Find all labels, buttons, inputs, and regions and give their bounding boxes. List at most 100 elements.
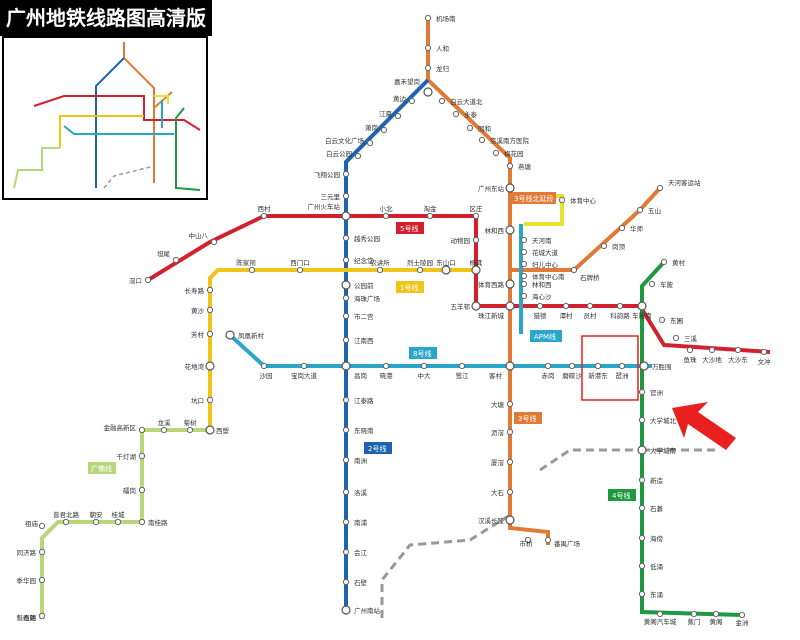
station-chebei2: 车陂 — [648, 280, 674, 289]
station-lijiao: 沥滘 — [491, 428, 514, 437]
station-name: 大沙东 — [728, 355, 748, 364]
station-dot — [506, 162, 514, 170]
station-zumiao: 祖庙 — [25, 519, 46, 530]
station-dot — [618, 362, 626, 370]
station-dot — [342, 256, 350, 264]
station-name: 江南西 — [354, 336, 374, 345]
station-dot — [672, 334, 680, 342]
station-dot — [225, 330, 235, 340]
station-kecun: 客村 — [489, 361, 515, 380]
station-yuancun: 员村 — [584, 302, 597, 320]
station-dot — [638, 504, 646, 512]
station-gongyuanqian: 公园前 — [341, 280, 374, 290]
station-name: 桂城 — [112, 510, 126, 519]
station-dot — [424, 64, 432, 72]
station-name: 车陂 — [660, 280, 674, 289]
station-lujiang: 鹭江 — [456, 362, 469, 380]
station-guangzhounanzhan: 广州南站 — [341, 605, 381, 615]
station-name: 纪念堂 — [354, 256, 374, 265]
station-name: 文冲 — [758, 357, 772, 366]
station-name: 新港东 — [588, 371, 608, 380]
line-label-1: 1号线 — [396, 281, 424, 293]
station-dot — [520, 248, 528, 256]
station-dongshankou: 东山口 — [436, 258, 456, 275]
station-panyuguangchang: 番禺广场 — [544, 536, 581, 548]
station-dot — [205, 425, 215, 435]
station-name: 芳村 — [191, 330, 205, 339]
station-dot — [206, 330, 214, 338]
station-dot — [114, 518, 122, 526]
station-name: 石壁 — [354, 578, 368, 587]
station-name: 海傍 — [650, 534, 664, 543]
line-label-3-north-text: 3号线北延段 — [514, 194, 553, 203]
station-pazhou: 琶洲 — [616, 362, 629, 380]
station-dot — [636, 206, 644, 214]
station-ximenkou: 西门口 — [290, 258, 310, 274]
station-huangge2: 黄阁 — [710, 610, 723, 626]
station-name: 体育西路 — [478, 280, 505, 289]
station-dot — [342, 312, 350, 320]
station-wuyangcun: 五羊邨 — [451, 301, 481, 311]
station-xicun: 西村 — [258, 204, 272, 220]
station-name: 猎德 — [534, 311, 548, 320]
station-name: 机场南 — [436, 14, 456, 23]
station-dot — [296, 266, 304, 274]
station-dot — [342, 336, 350, 344]
station-name: 蕉门 — [688, 617, 701, 626]
station-guicheng: 桂城 — [112, 510, 126, 526]
station-dot — [618, 224, 626, 232]
station-liede: 猎德 — [534, 302, 548, 320]
station-name: 三元里 — [321, 193, 341, 201]
map-title: 广州地铁线路图高清版 — [0, 0, 212, 36]
station-dot — [138, 518, 146, 526]
station-baiyundadaobei: 白云大道北 — [438, 97, 483, 106]
station-dot — [505, 183, 515, 193]
station-dot — [354, 152, 362, 160]
station-dot — [471, 301, 481, 311]
station-yuzhu: 鱼珠 — [684, 346, 697, 364]
station-name: 新造 — [650, 476, 664, 485]
station-dot — [520, 236, 528, 244]
station-dot — [394, 112, 402, 120]
station-dot — [520, 272, 528, 280]
station-yangji: 杨箕 — [470, 258, 483, 275]
station-dot — [366, 139, 374, 147]
station-dot — [342, 396, 350, 404]
station-jinzhou: 金洲 — [736, 611, 749, 627]
station-name: 坦尾 — [157, 249, 171, 258]
station-name: 花城大道 — [532, 248, 559, 257]
station-dot — [138, 486, 146, 494]
station-dot — [506, 458, 514, 466]
station-daxuechengbei: 大学城北 — [638, 416, 677, 425]
station-dot — [505, 301, 515, 311]
station-name: 沙园 — [260, 372, 273, 380]
station-name: 中大 — [418, 371, 432, 380]
station-baiyungongyuan: 白云公园 — [326, 149, 362, 160]
line-8 — [228, 333, 652, 368]
station-nongjiangsuo: 农讲所 — [370, 258, 390, 274]
station-kecunlu: 科韵路 — [610, 302, 630, 320]
station-dot — [341, 605, 351, 615]
station-chigang: 赤岗 — [542, 362, 555, 380]
station-dot — [505, 515, 515, 525]
station-jihua: 季华园 — [17, 576, 46, 585]
line-label-3-north: 3号线北延段 — [512, 192, 556, 204]
station-dot — [505, 361, 515, 371]
station-name: 千灯湖 — [117, 452, 137, 461]
station-name: 官洲 — [650, 388, 663, 397]
station-tonghe: 同和 — [466, 124, 491, 133]
station-name: 同和 — [478, 124, 491, 133]
line-label-apm: APM线 — [530, 330, 562, 342]
station-tiyuxilu: 体育西路 — [478, 279, 515, 289]
station-name: 西村 — [258, 204, 272, 213]
station-name: 广州南站 — [354, 606, 381, 615]
station-name: 黄村 — [672, 258, 686, 267]
line-label-4-text: 4号线 — [612, 491, 630, 500]
station-dot — [506, 428, 514, 436]
station-dot — [342, 170, 350, 178]
station-name: 华师 — [630, 224, 644, 233]
station-dot — [420, 362, 428, 370]
line-label-guangfo: 广佛线 — [88, 462, 116, 474]
station-dot — [658, 316, 666, 324]
station-dot — [472, 236, 480, 244]
